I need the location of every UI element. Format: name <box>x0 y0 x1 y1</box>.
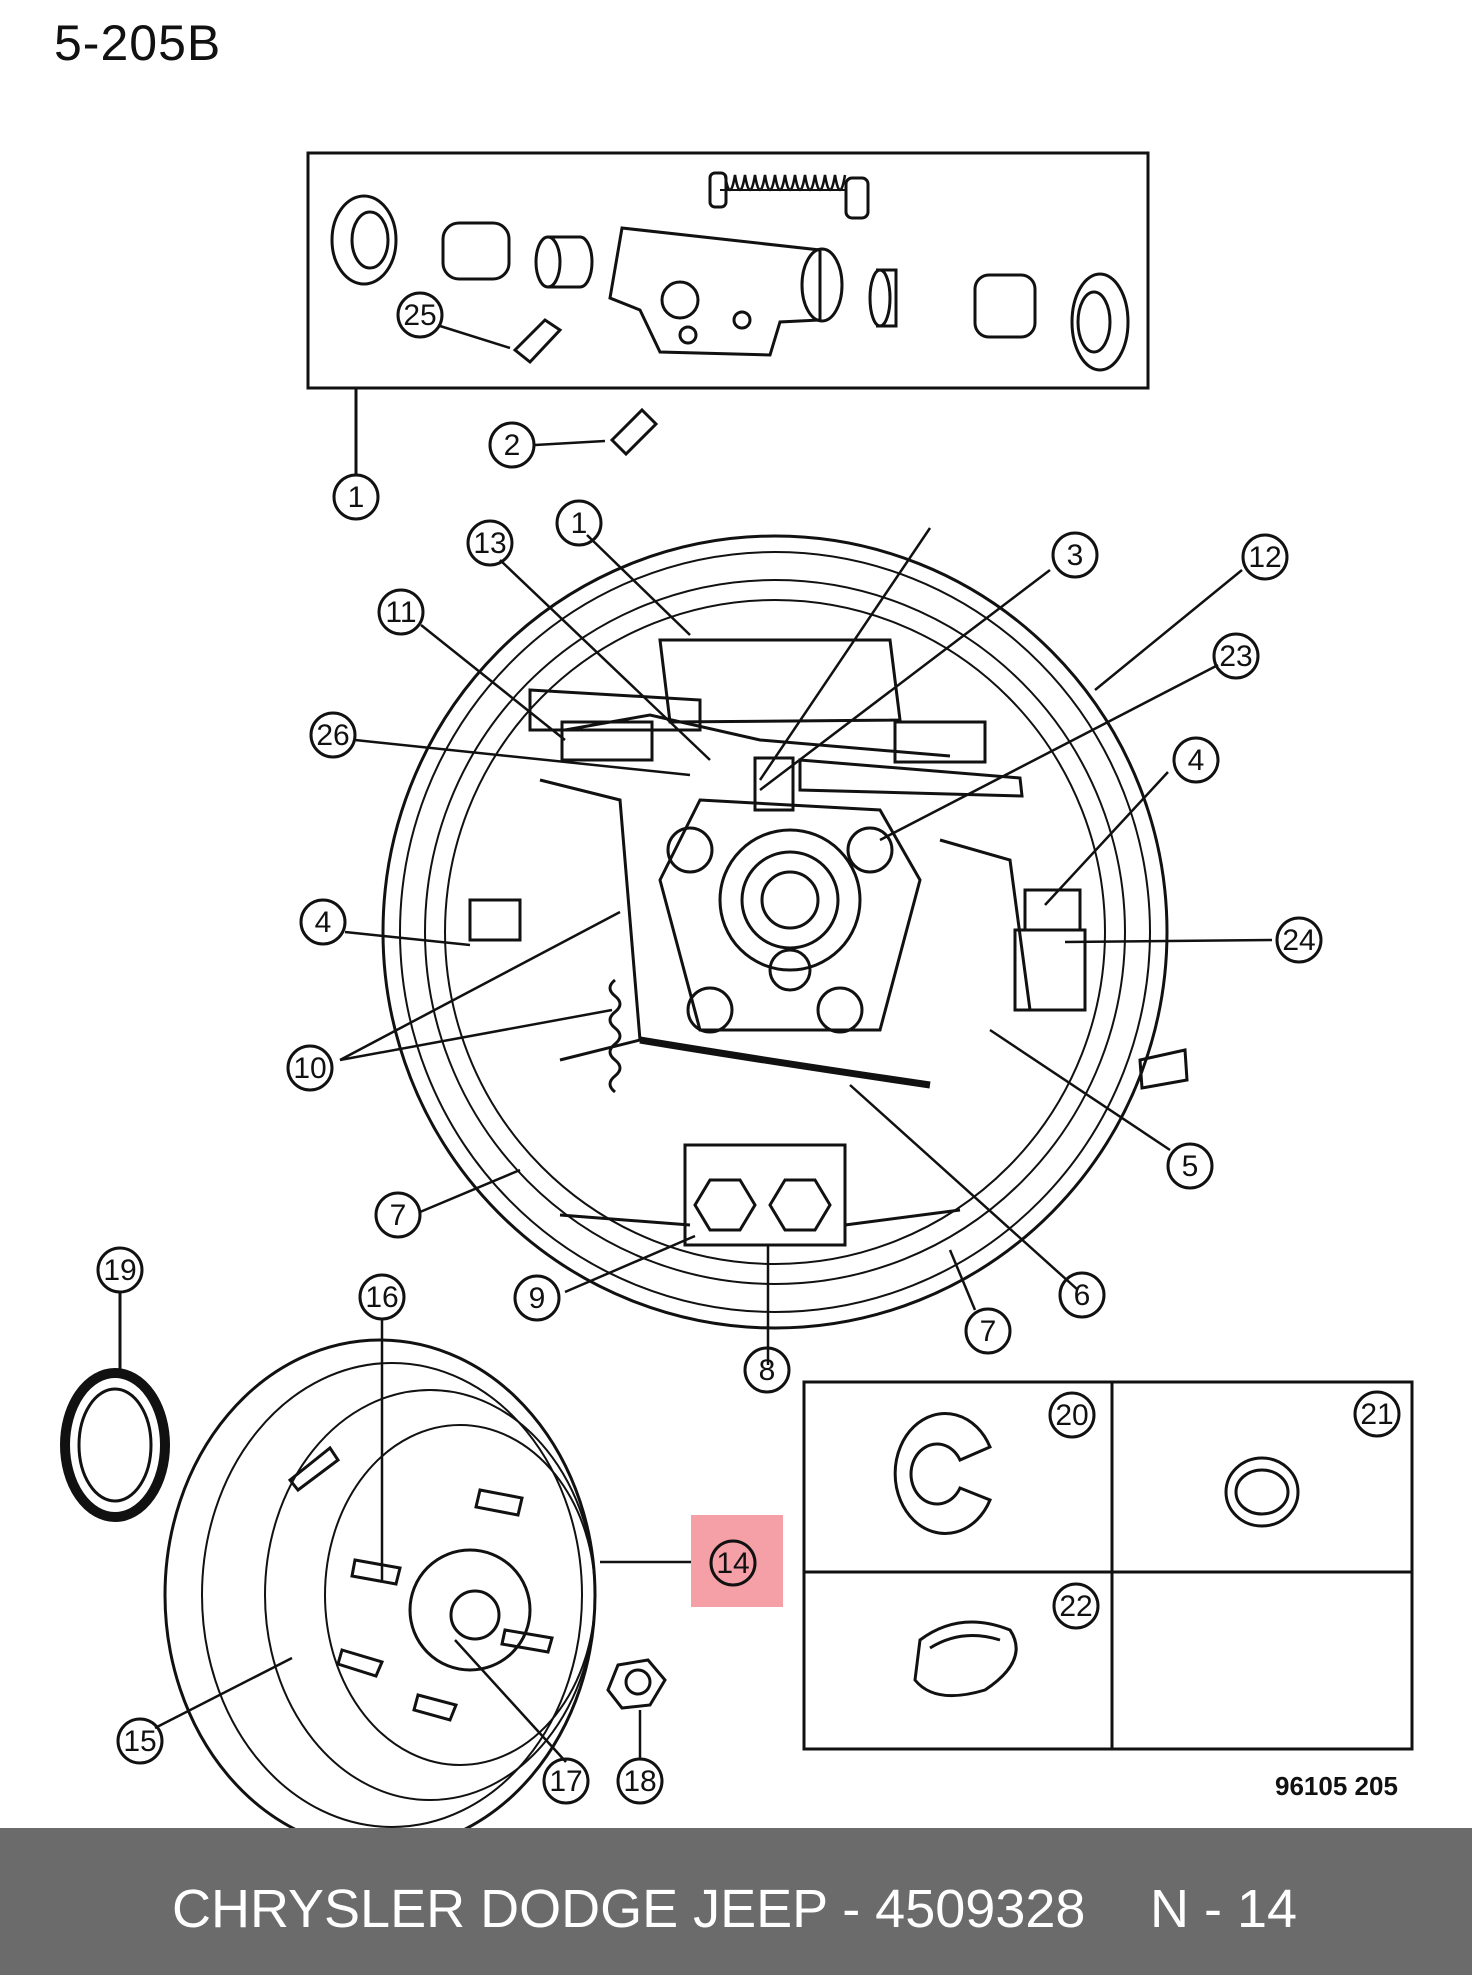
callout-21[interactable]: 21 <box>1353 1390 1401 1438</box>
callout-14[interactable]: 14 <box>709 1539 757 1587</box>
svg-text:13: 13 <box>473 527 506 560</box>
svg-text:7: 7 <box>980 1315 997 1348</box>
leaders-drum <box>154 1318 710 1763</box>
svg-text:22: 22 <box>1059 1590 1092 1623</box>
svg-text:17: 17 <box>549 1765 582 1798</box>
brake-drum-drawing <box>163 1338 597 1852</box>
callout-20[interactable]: 20 <box>1048 1391 1096 1439</box>
callout-25[interactable]: 25 <box>396 291 444 339</box>
svg-text:15: 15 <box>123 1725 156 1758</box>
svg-text:16: 16 <box>365 1281 398 1314</box>
svg-text:1: 1 <box>571 507 588 540</box>
svg-text:1: 1 <box>348 481 365 514</box>
callout-15[interactable]: 15 <box>116 1717 164 1765</box>
callout-1-plate[interactable]: 1 <box>555 499 603 547</box>
grease-seal-drawing <box>60 1368 170 1522</box>
callout-16[interactable]: 16 <box>358 1273 406 1321</box>
svg-text:14: 14 <box>716 1547 749 1580</box>
callouts: 1 2 25 1 13 3 12 11 23 26 4 4 24 10 5 7 … <box>96 291 1401 1805</box>
callout-22[interactable]: 22 <box>1052 1582 1100 1630</box>
footer-brand-part-number: CHRYSLER DODGE JEEP - 4509328 <box>172 1879 1086 1939</box>
svg-text:7: 7 <box>390 1199 407 1232</box>
svg-text:23: 23 <box>1219 640 1252 673</box>
callout-6[interactable]: 6 <box>1058 1271 1106 1319</box>
svg-text:3: 3 <box>1067 539 1084 572</box>
callout-5[interactable]: 5 <box>1166 1142 1214 1190</box>
callout-18[interactable]: 18 <box>616 1757 664 1805</box>
callout-3[interactable]: 3 <box>1051 531 1099 579</box>
svg-text:5: 5 <box>1182 1150 1199 1183</box>
backing-plate-drawing <box>381 534 1189 1330</box>
leaders-backing-plate <box>339 527 1273 1365</box>
callout-19[interactable]: 19 <box>96 1246 144 1294</box>
callout-4-left[interactable]: 4 <box>299 898 347 946</box>
svg-text:18: 18 <box>623 1765 656 1798</box>
svg-text:8: 8 <box>759 1354 776 1387</box>
svg-text:6: 6 <box>1074 1279 1091 1312</box>
callout-2[interactable]: 2 <box>488 421 536 469</box>
wheel-cylinder-parts <box>330 171 1130 457</box>
diagram-code: 5-205B <box>54 15 222 71</box>
svg-text:20: 20 <box>1055 1399 1088 1432</box>
svg-text:4: 4 <box>315 906 332 939</box>
svg-text:21: 21 <box>1360 1398 1393 1431</box>
nut-drawing <box>606 1658 667 1710</box>
footer-bar <box>0 1828 1472 1975</box>
svg-text:24: 24 <box>1282 924 1315 957</box>
footer-position-ref: N - 14 <box>1150 1879 1298 1939</box>
callout-17[interactable]: 17 <box>542 1757 590 1805</box>
svg-text:2: 2 <box>504 429 521 462</box>
figure-reference: 96105 205 <box>1275 1771 1398 1801</box>
svg-text:9: 9 <box>529 1282 546 1315</box>
callout-12[interactable]: 12 <box>1241 533 1289 581</box>
callout-10[interactable]: 10 <box>286 1044 334 1092</box>
svg-text:4: 4 <box>1188 744 1205 777</box>
callout-23[interactable]: 23 <box>1212 632 1260 680</box>
svg-text:26: 26 <box>316 719 349 752</box>
callout-11[interactable]: 11 <box>377 588 425 636</box>
svg-text:10: 10 <box>293 1052 326 1085</box>
svg-text:12: 12 <box>1248 541 1281 574</box>
highlight-box <box>691 1515 783 1607</box>
callout-26[interactable]: 26 <box>309 711 357 759</box>
callout-7-left[interactable]: 7 <box>374 1191 422 1239</box>
callout-13[interactable]: 13 <box>466 519 514 567</box>
callout-7-right[interactable]: 7 <box>964 1307 1012 1355</box>
callout-24[interactable]: 24 <box>1275 916 1323 964</box>
svg-text:11: 11 <box>385 596 416 629</box>
callout-1-inset[interactable]: 1 <box>332 473 380 521</box>
svg-text:25: 25 <box>403 299 436 332</box>
wheel-cylinder-inset-box <box>306 151 1150 390</box>
small-parts-grid <box>802 1380 1414 1751</box>
callout-8[interactable]: 8 <box>743 1346 791 1394</box>
callout-9[interactable]: 9 <box>513 1274 561 1322</box>
svg-text:19: 19 <box>103 1254 136 1287</box>
callout-4-right[interactable]: 4 <box>1172 736 1220 784</box>
